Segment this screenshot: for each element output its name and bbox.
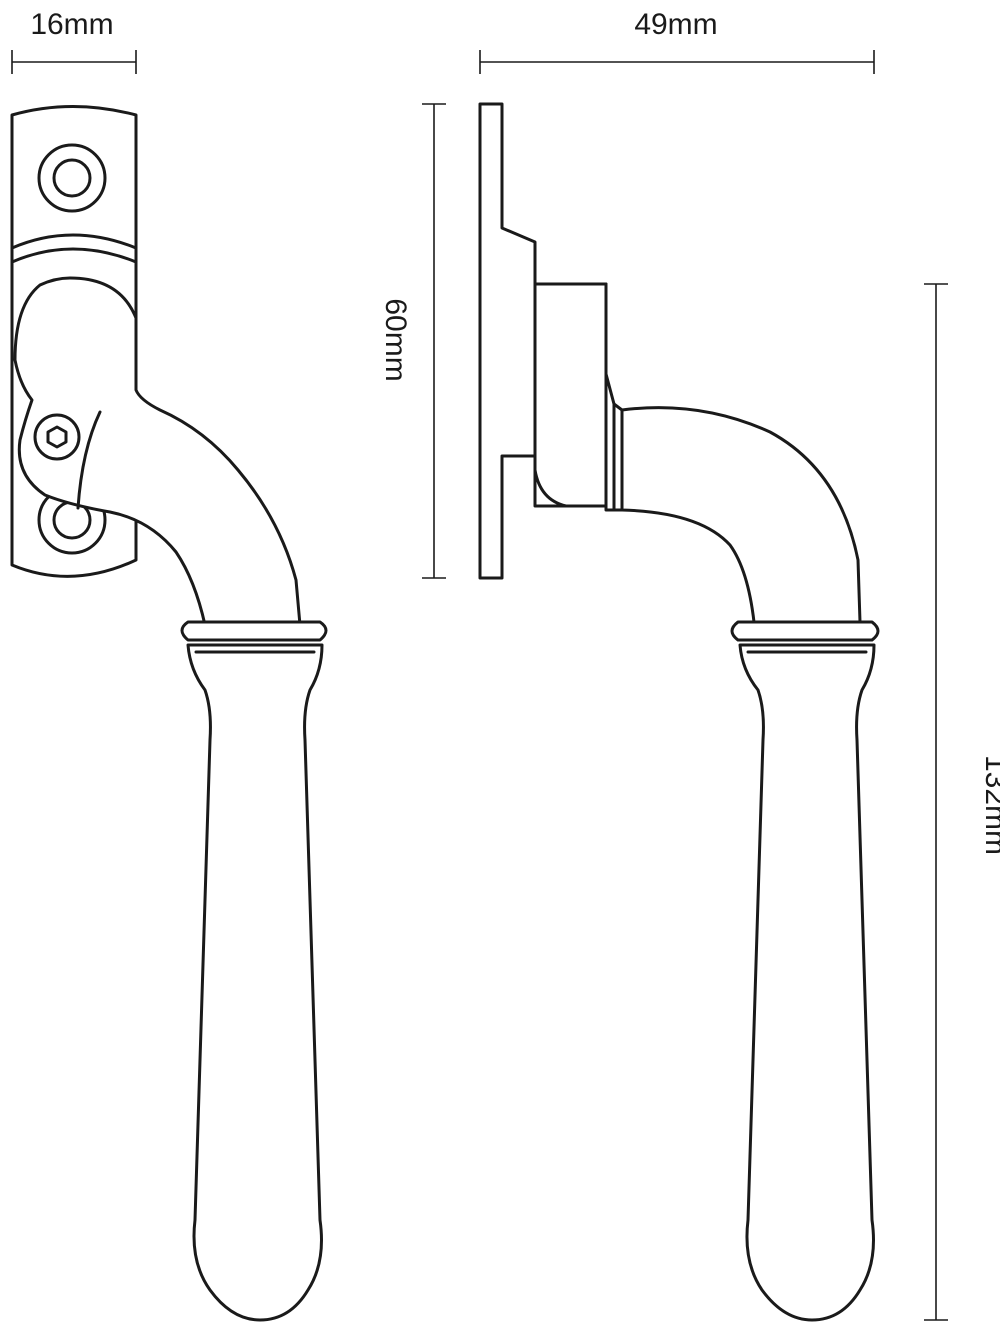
top-screw-inner-icon (52, 158, 92, 198)
front-cam-body (13, 276, 302, 627)
dimension-front-width: 16mm (11, 8, 137, 74)
front-view (10, 105, 328, 1322)
overall-height-label: 132mm (979, 755, 1000, 855)
side-collar-ring (730, 620, 880, 642)
dimension-overall-depth: 49mm (479, 8, 875, 74)
top-screw-outer-icon (37, 143, 107, 213)
dimension-baseplate-height: 60mm (379, 103, 446, 579)
side-grip (738, 643, 876, 1322)
dimension-overall-height: 132mm (924, 283, 1000, 1321)
side-view (478, 102, 880, 1322)
front-grip (186, 643, 324, 1322)
front-collar-ring (180, 620, 328, 642)
side-boss (533, 282, 608, 508)
hex-bolt-icon (33, 413, 81, 461)
baseplate-height-label: 60mm (379, 298, 412, 381)
side-arm (620, 406, 862, 624)
front-width-label: 16mm (30, 8, 113, 41)
overall-depth-label: 49mm (634, 8, 717, 41)
